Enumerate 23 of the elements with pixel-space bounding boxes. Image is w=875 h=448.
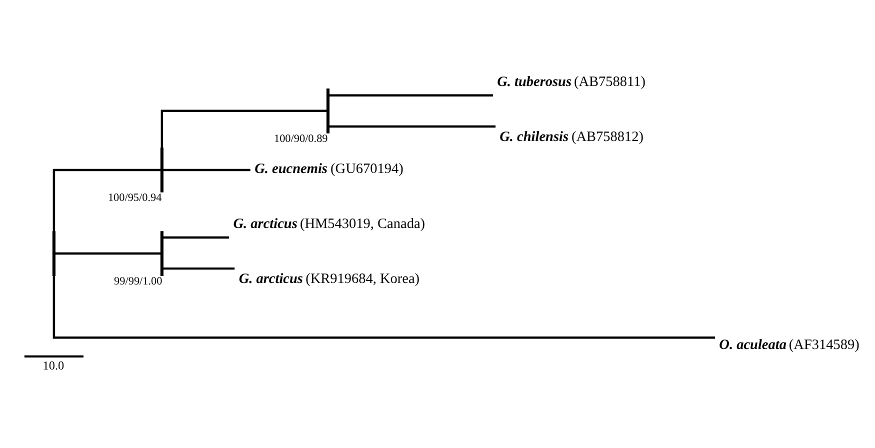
node-bar	[160, 147, 164, 192]
label: 10.0	[42, 358, 64, 372]
connector	[160, 109, 327, 148]
connector	[329, 94, 493, 96]
node-bar	[326, 88, 330, 133]
node-bar	[160, 230, 164, 276]
node-text: G. arcticus (HM543019, Canada)	[233, 215, 426, 232]
node-text: G. chilensis (AB758812)	[500, 128, 644, 145]
node-label: 100/95/0.94	[108, 191, 162, 204]
connector	[163, 168, 250, 171]
node-label: 99/99/1.00	[114, 274, 162, 287]
node-text: G. eucnemis (GU670194)	[254, 160, 404, 176]
node-bar	[52, 230, 56, 276]
connector	[163, 266, 235, 270]
connector	[329, 124, 496, 128]
node-text: G. arcticus (KR919684, Korea)	[238, 270, 420, 286]
node-text: O. aculeata (AF314589)	[719, 336, 860, 352]
node-label: 100/90/0.89	[274, 132, 328, 144]
connector	[55, 252, 161, 254]
node-text: G. tuberosus (AB758811)	[497, 74, 646, 90]
connector	[163, 236, 230, 238]
connector	[52, 275, 715, 338]
connector	[52, 168, 161, 232]
